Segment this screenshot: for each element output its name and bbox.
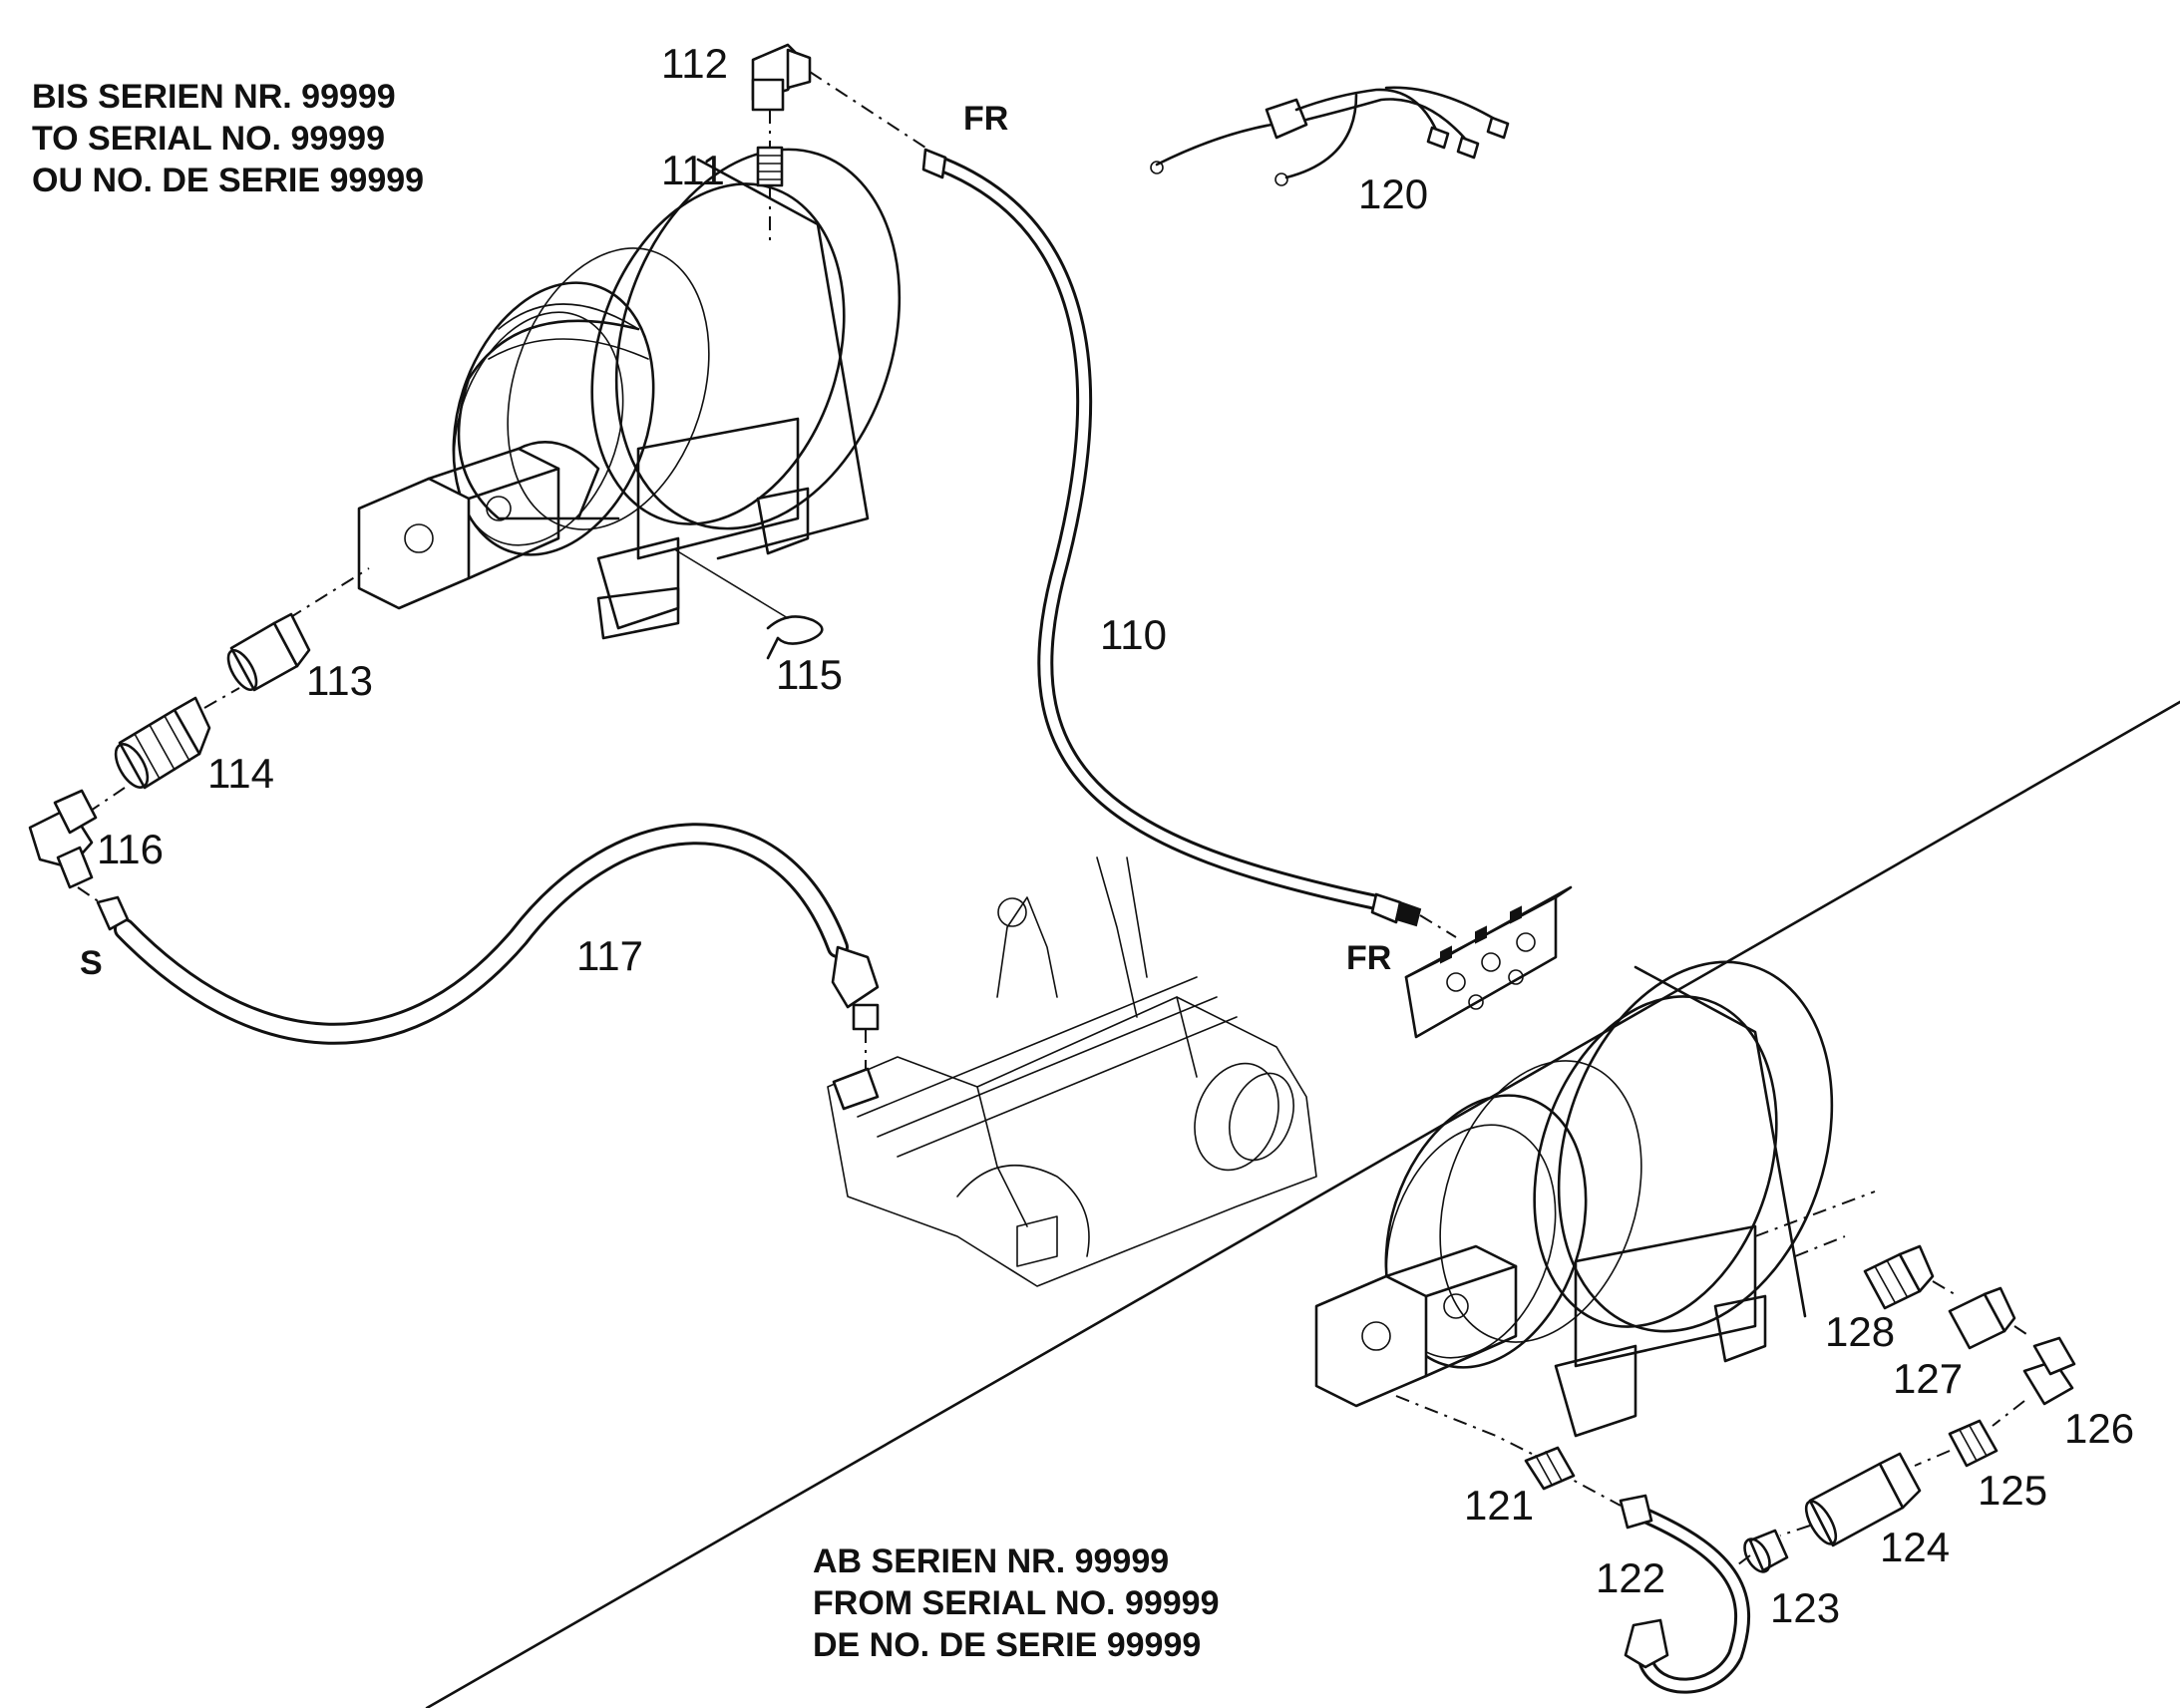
fitting-127 (1948, 1286, 2016, 1350)
part-label-116: 116 (97, 826, 164, 872)
port-label-fr-top: FR (963, 100, 1008, 138)
fitting-126-elbow (2022, 1336, 2076, 1406)
leader-116 (87, 787, 126, 814)
wire-harness-120 (1150, 86, 1510, 186)
part-label-115: 115 (776, 651, 843, 698)
part-label-126: 126 (2064, 1405, 2134, 1452)
note-from-line-2: FROM SERIAL NO. 99999 (813, 1584, 1220, 1622)
part-label-110: 110 (1100, 611, 1167, 658)
leader-115 (675, 549, 789, 619)
part-label-114: 114 (207, 750, 274, 797)
part-label-124: 124 (1880, 1524, 1950, 1570)
hose-117 (96, 823, 880, 1045)
leader-112-hose (809, 71, 926, 149)
note-from-serial: AB SERIEN NR. 99999 FROM SERIAL NO. 9999… (813, 1542, 1220, 1664)
part-label-113: 113 (306, 657, 373, 704)
leader-110-valve (1419, 914, 1457, 938)
leader-126 (2013, 1325, 2030, 1337)
part-label-128: 128 (1825, 1308, 1895, 1355)
winch-lower (1314, 960, 1834, 1438)
part-label-117: 117 (576, 932, 643, 979)
leader-122 (1729, 1554, 1751, 1571)
part-label-112: 112 (661, 40, 728, 87)
port-label-s: S (80, 944, 103, 982)
part-label-111: 111 (661, 147, 725, 193)
fitting-125 (1948, 1419, 1998, 1468)
leader-114 (203, 687, 240, 709)
note-before-serial: BIS SERIEN NR. 99999 TO SERIAL NO. 99999… (32, 78, 424, 199)
fitting-124 (1804, 1452, 1922, 1547)
part-label-122: 122 (1596, 1554, 1665, 1601)
fitting-116-elbow (28, 789, 98, 889)
fitting-111 (756, 146, 784, 187)
leader-121-loop (1395, 1395, 1537, 1457)
leader-127 (1932, 1280, 1956, 1295)
leader-128-loop (1754, 1191, 1876, 1257)
winch-upper (357, 148, 902, 640)
leader-125 (1992, 1400, 2025, 1427)
leader-124 (1914, 1450, 1951, 1467)
leader-123 (1779, 1525, 1811, 1537)
part-label-121: 121 (1464, 1482, 1534, 1529)
fitting-128 (1863, 1244, 1935, 1310)
part-label-120: 120 (1358, 171, 1428, 217)
part-label-125: 125 (1978, 1467, 2047, 1514)
note-before-line-2: TO SERIAL NO. 99999 (32, 120, 385, 158)
fitting-112-elbow (751, 43, 812, 112)
hose-122 (1619, 1494, 1750, 1694)
note-from-line-3: DE NO. DE SERIE 99999 (813, 1626, 1201, 1664)
fitting-123 (1743, 1529, 1789, 1573)
valve-block (1404, 885, 1573, 1039)
port-label-fr-bottom: FR (1346, 939, 1391, 977)
leader-113-winch (288, 567, 370, 619)
motor-assembly-center (827, 856, 1317, 1287)
serial-divider-line (425, 700, 2180, 1708)
note-before-line-1: BIS SERIEN NR. 99999 (32, 78, 396, 116)
part-label-123: 123 (1770, 1584, 1840, 1631)
note-before-line-3: OU NO. DE SERIE 99999 (32, 162, 424, 199)
leader-116-hose (77, 886, 101, 903)
part-label-127: 127 (1893, 1355, 1963, 1402)
fitting-114 (114, 696, 211, 790)
fitting-113 (226, 612, 311, 692)
cable-tie-115 (766, 615, 824, 660)
hose-110 (921, 148, 1422, 927)
note-from-line-1: AB SERIEN NR. 99999 (813, 1542, 1169, 1580)
fitting-121 (1524, 1446, 1576, 1491)
